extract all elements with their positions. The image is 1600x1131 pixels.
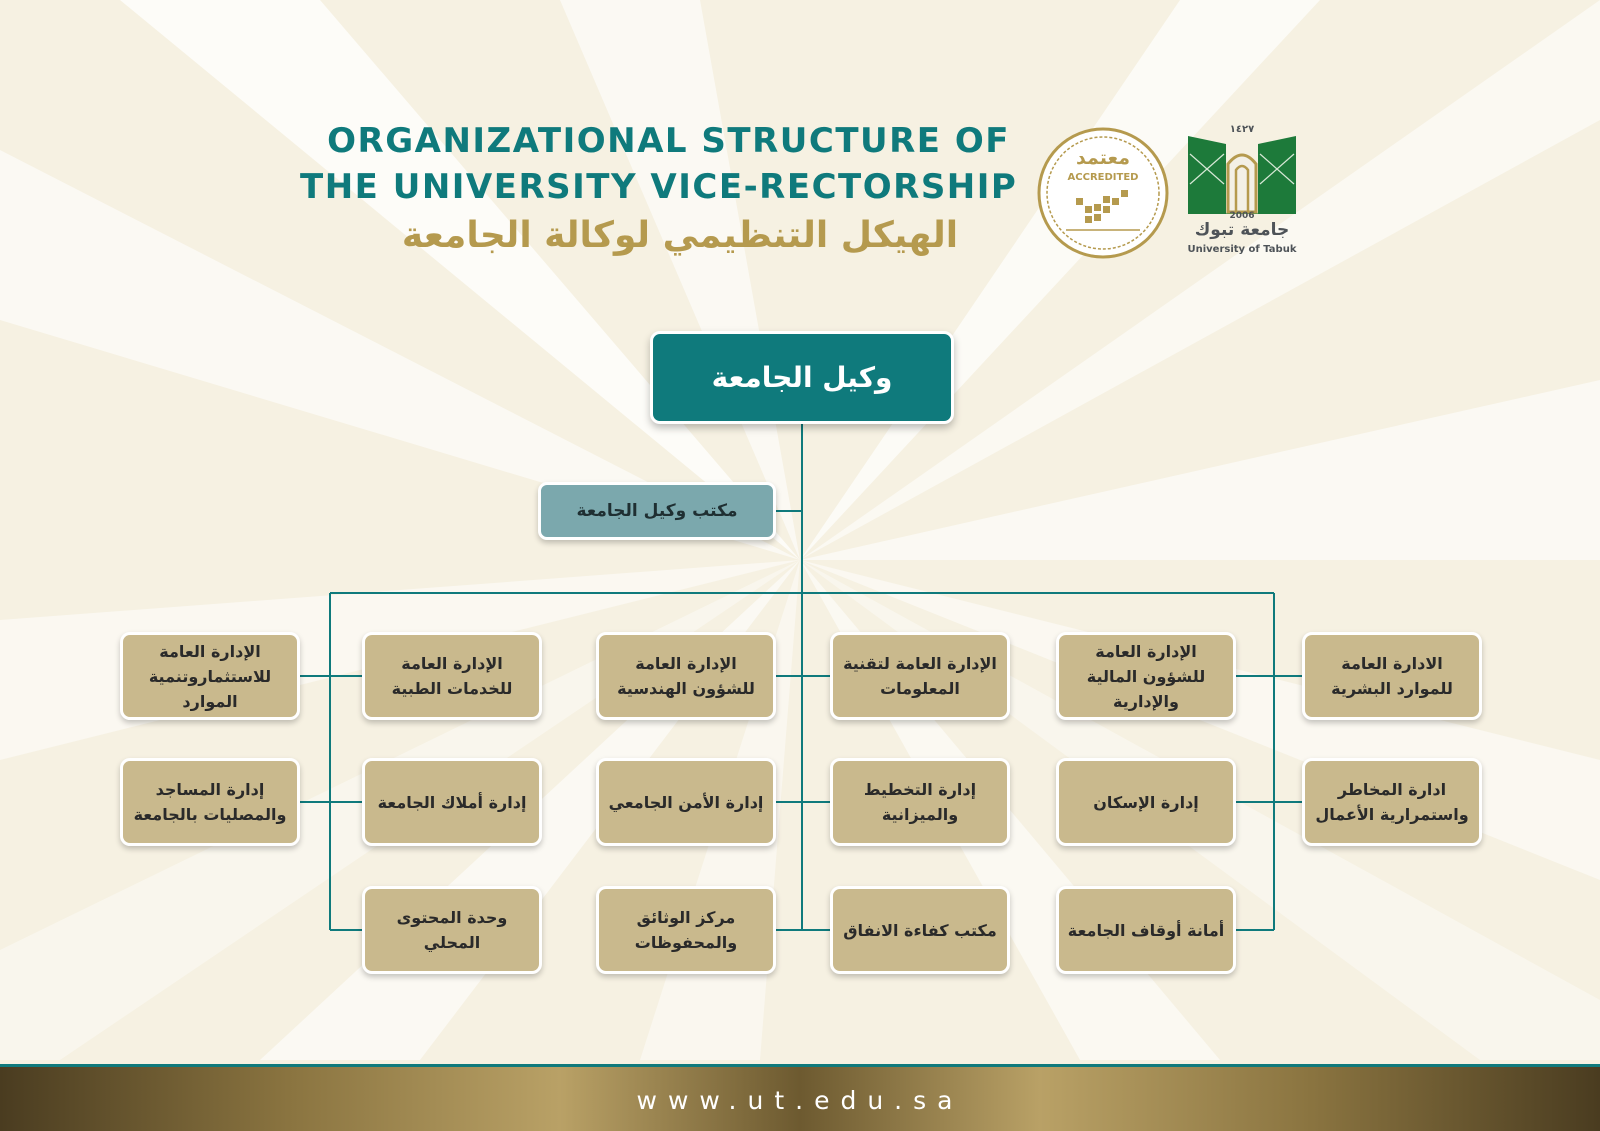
accredited-en-text: ACCREDITED bbox=[1068, 172, 1139, 183]
vice-rector-box: وكيل الجامعة bbox=[650, 331, 954, 424]
dept-medical-services: الإدارة العامة للخدمات الطبية bbox=[362, 632, 542, 720]
accredited-seal-icon: معتمد ACCREDITED bbox=[1037, 127, 1169, 259]
vice-rector-office-box: مكتب وكيل الجامعة bbox=[538, 482, 776, 540]
accredited-ar-text: معتمد bbox=[1076, 147, 1130, 169]
dept-risk-business-continuity: ادارة المخاطر واستمرارية الأعمال bbox=[1302, 758, 1482, 846]
university-name-en: University of Tabuk bbox=[1187, 244, 1297, 255]
dept-engineering-affairs: الإدارة العامة للشؤون الهندسية bbox=[596, 632, 776, 720]
university-of-tabuk-logo: ١٤٢٧ 2006 جامعة تبوك University of Tabuk bbox=[1184, 124, 1300, 264]
university-emblem-icon bbox=[1188, 136, 1296, 214]
dept-spending-efficiency-office: مكتب كفاءة الانفاق bbox=[830, 886, 1010, 974]
footer-banner-image bbox=[0, 1066, 1600, 1131]
dept-human-resources: الادارة العامة للموارد البشرية bbox=[1302, 632, 1482, 720]
dept-housing: إدارة الإسكان bbox=[1056, 758, 1236, 846]
header-title: ORGANIZATIONAL STRUCTURE OF THE UNIVERSI… bbox=[300, 118, 1018, 262]
footer-website-url: www.ut.edu.sa bbox=[636, 1086, 964, 1115]
title-en-line1: ORGANIZATIONAL STRUCTURE OF bbox=[327, 121, 1010, 161]
accredited-seal-logo: معتمد ACCREDITED bbox=[1036, 126, 1170, 260]
dept-mosques-prayer-rooms: إدارة المساجد والمصليات بالجامعة bbox=[120, 758, 300, 846]
dept-investment-resource-development: الإدارة العامة للاستثماروتنمية الموارد bbox=[120, 632, 300, 720]
dept-local-content-unit: وحدة المحتوى المحلي bbox=[362, 886, 542, 974]
title-en-line2: THE UNIVERSITY VICE-RECTORSHIP bbox=[300, 167, 1018, 207]
university-name-ar: جامعة تبوك bbox=[1194, 220, 1290, 240]
dept-university-properties: إدارة أملاك الجامعة bbox=[362, 758, 542, 846]
university-year: 2006 bbox=[1229, 211, 1255, 221]
university-year-ar: ١٤٢٧ bbox=[1229, 124, 1255, 135]
title-ar: الهيكل التنظيمي لوكالة الجامعة bbox=[401, 215, 959, 256]
dept-endowments-secretariat: أمانة أوقاف الجامعة bbox=[1056, 886, 1236, 974]
footer-divider bbox=[0, 1064, 1600, 1067]
dept-information-technology: الإدارة العامة لتقنية المعلومات bbox=[830, 632, 1010, 720]
dept-university-security: إدارة الأمن الجامعي bbox=[596, 758, 776, 846]
dept-documents-archives-center: مركز الوثائق والمحفوظات bbox=[596, 886, 776, 974]
dept-financial-administrative-affairs: الإدارة العامة للشؤون المالية والإدارية bbox=[1056, 632, 1236, 720]
dept-planning-budget: إدارة التخطيط والميزانية bbox=[830, 758, 1010, 846]
